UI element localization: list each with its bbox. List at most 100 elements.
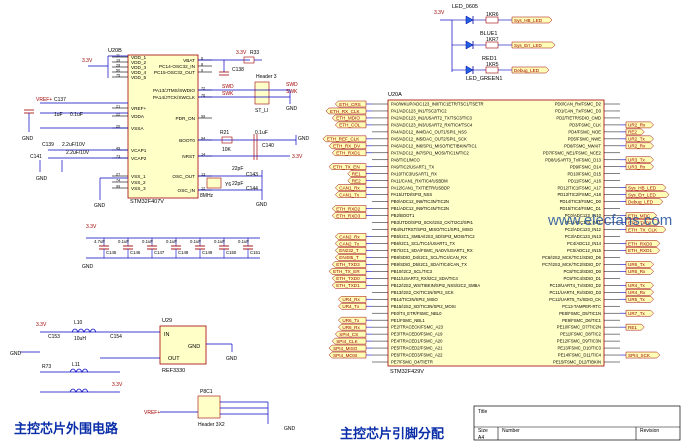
vcap-cap-value-2: 2.2uF/10V [66,150,90,156]
bead-supply-label: 3.3V [112,382,123,388]
net-label-right[interactable]: UR4_Rx [625,289,654,296]
net-label-left-text: UR4_Tx [342,304,360,309]
chip-pinout-right-pin: PE9/FSMC_D6/TIC1 [562,318,602,323]
chip-right-pin-name: PC15-OSC32_OUT [154,70,195,75]
chip-right-pin-name: VBAT [183,58,195,63]
net-label-left[interactable]: ETH_TXD3 [331,261,367,268]
net-label-left[interactable]: CAN1_Tx [334,191,367,198]
net-label-left[interactable]: ETH_RX_DV [328,142,367,150]
net-label-left[interactable]: ETH_CRS [334,100,367,108]
led-net-label[interactable]: Sys_Err_LED [511,41,556,49]
net-label-left[interactable]: RE1 [347,170,367,177]
chip-right-pin-name: PA13/JTMS/SWDIO [153,88,195,93]
net-label-left[interactable]: CAN2_Tx [334,240,367,247]
vcap-cap-ref-1: C139 [42,142,54,148]
net-label-right[interactable]: UR2_Rx [625,142,654,150]
net-label-right[interactable]: UR4_Tx [625,282,654,289]
net-label-right[interactable]: UR5_Tx [625,295,654,303]
chip-left-pin-name: VDD_5 [131,75,147,80]
led-ref-4: LED_GREEN1 [466,76,502,82]
net-label-left[interactable]: UR4_Rx [338,295,367,303]
vref-cap-ref: C137 [54,97,66,103]
net-label-left[interactable]: ETH_RX_CLK [325,107,367,115]
boot-reset-circuit: R21 10K 0.1uF C140 3.3V GND [198,130,310,160]
chip-left-pin-name: VCAP1 [131,148,147,153]
chip-pinout-left-pin: PA1/ADC123_IN1/TSC2/TIC2 [391,109,447,114]
led-net-label[interactable]: Sys_HB_LED [511,16,553,24]
net-label-right[interactable]: SPI4_SCK [625,351,661,359]
net-label-right[interactable]: Sys_Err_LED [625,191,670,198]
net-label-left-text: UR6_Rx [342,325,360,330]
swd-net-1: SWD [286,82,298,88]
chip-pinout-right-pin: PC7/I2S3_MCK/TIC2/SDIO_D7 [542,262,602,267]
net-label-left[interactable]: CAN2_Rx [334,233,367,240]
net-label-left[interactable]: RE2 [347,177,367,184]
chip-right-pin-number: 13 [201,172,205,176]
led-net-label[interactable]: Debug_LED [511,66,550,74]
net-label-left[interactable]: ETH_MDIO [331,114,367,122]
chip-right-pin-number: 72 [201,86,205,90]
pin-assignment-title: 主控芯片引脚分配 [340,426,444,441]
chip-pinout-right-pin: PE11/FSMC_D8/TIC2 [560,332,602,337]
swd-header[interactable]: Header 3 ST_LI SWD SWK SWD SWK GND [198,74,298,114]
decap-ref: C151 [250,250,261,255]
chip-pinout-right-pin: PE15/FSMC_D12/TIBKIN [553,360,601,365]
net-label-left[interactable]: UR4_Tx [338,302,367,310]
chip-pinout-right-pin: PC0/ADC123_IN10 [565,213,602,218]
net-label-left[interactable]: EN232_T [334,247,367,254]
chip-pinout-left-pin: PB12/I2S2_WS/TIBKIN/SPI2_NSS/I2C2_SMBA [391,283,480,288]
title-block-number-label: Number [502,428,520,434]
net-label-right[interactable]: UR6_Tx [625,261,654,268]
chip-right-pin-name: OSC_IN [178,188,195,193]
net-label-right[interactable]: ETH_TXD2 [625,219,661,226]
net-label-left[interactable]: SPI4_CLK [331,337,367,345]
net-label-right[interactable]: RE2 [625,128,645,136]
net-label-right[interactable]: UR3_Tx [625,156,654,164]
chip-left-pin-number: 11 [116,53,120,57]
net-label-right[interactable]: UR2_Rx [625,121,654,129]
vref-decoupling: VREF+ C137 1uF 0.1uF GND C139 2.2uF/10V … [22,55,128,209]
net-label-right[interactable]: RE1 [625,323,645,331]
net-label-right[interactable]: Sys_HB_LED [625,184,667,191]
net-label-left[interactable]: ETH_REF_CLK [322,135,367,143]
net-label-left[interactable]: EN485_T [334,254,367,261]
chip-pinout-left-pin: PE5/TRACED2/FSMC_A21 [391,346,443,351]
chip-right-pin-name: OSC_OUT [172,174,195,179]
net-label-right[interactable]: UR3_Rx [625,163,654,171]
net-label-left[interactable]: UR6_Tx [338,316,367,324]
vcap-cap-value-1: 2.2uF/10V [62,142,86,148]
net-label-right[interactable]: UR6_Rx [625,268,654,275]
net-label-left[interactable]: SPI4_MOSI [328,351,367,359]
vref-header[interactable]: P8C1 Header 3X2 VREF+ GND [144,389,296,432]
net-label-right[interactable]: ETH_MDC [625,212,658,219]
chip-pinout-right-pin: PD13/TIC2/FSMC_A18 [557,192,601,197]
net-label-right[interactable]: UR2_Tx [625,135,654,143]
net-label-left-text: UR6_Tx [342,318,360,323]
net-label-left-text: CAN2_Rx [339,234,360,239]
net-label-left-text: ETH_TXD1 [336,283,360,288]
net-label-right[interactable]: Debug_LED [625,198,664,205]
net-label-left[interactable]: UR6_Rx [338,323,367,331]
net-label-left[interactable]: ETH_TXD1 [331,282,367,289]
net-label-left[interactable]: ETH_TXD0 [331,275,367,282]
net-label-left[interactable]: SPI4_CS [334,330,367,338]
net-label-left[interactable]: SPI4_MISO [328,344,367,352]
net-label-left[interactable]: ETH_RXD3 [331,212,367,219]
net-label-right[interactable]: UR7_Tx [625,309,654,317]
net-label-left[interactable]: ETH_TX_EN [328,163,367,171]
net-label-left[interactable]: ETH_COL [334,121,367,129]
chip-pinout-right-pin: PC12/UART5_Tx/SDIO_CK [549,297,601,302]
net-label-left-text: ETH_RX_DV [333,144,361,149]
nrst-cap-label: 0.1uF [255,130,268,136]
net-label-left[interactable]: ETH_TX_ER [328,268,367,275]
chip-right-pin-name: PA14/JTCK/SWCLK [153,95,196,100]
net-label-left[interactable]: ETH_RXD1 [331,149,367,157]
regulator-in-gnd: GND [10,351,22,357]
inductor-value: 10uH [74,336,86,342]
chip-left-pin-number: 27 [116,172,120,176]
net-label-left[interactable]: ETH_RXD2 [331,205,367,212]
net-label-right[interactable]: ETH_RXD0 [625,240,661,247]
net-label-right[interactable]: ETH_RXD1 [625,247,661,254]
net-label-left[interactable]: CAN1_Rx [334,184,367,191]
net-label-right[interactable]: ETH_TX_CLK [625,226,667,233]
